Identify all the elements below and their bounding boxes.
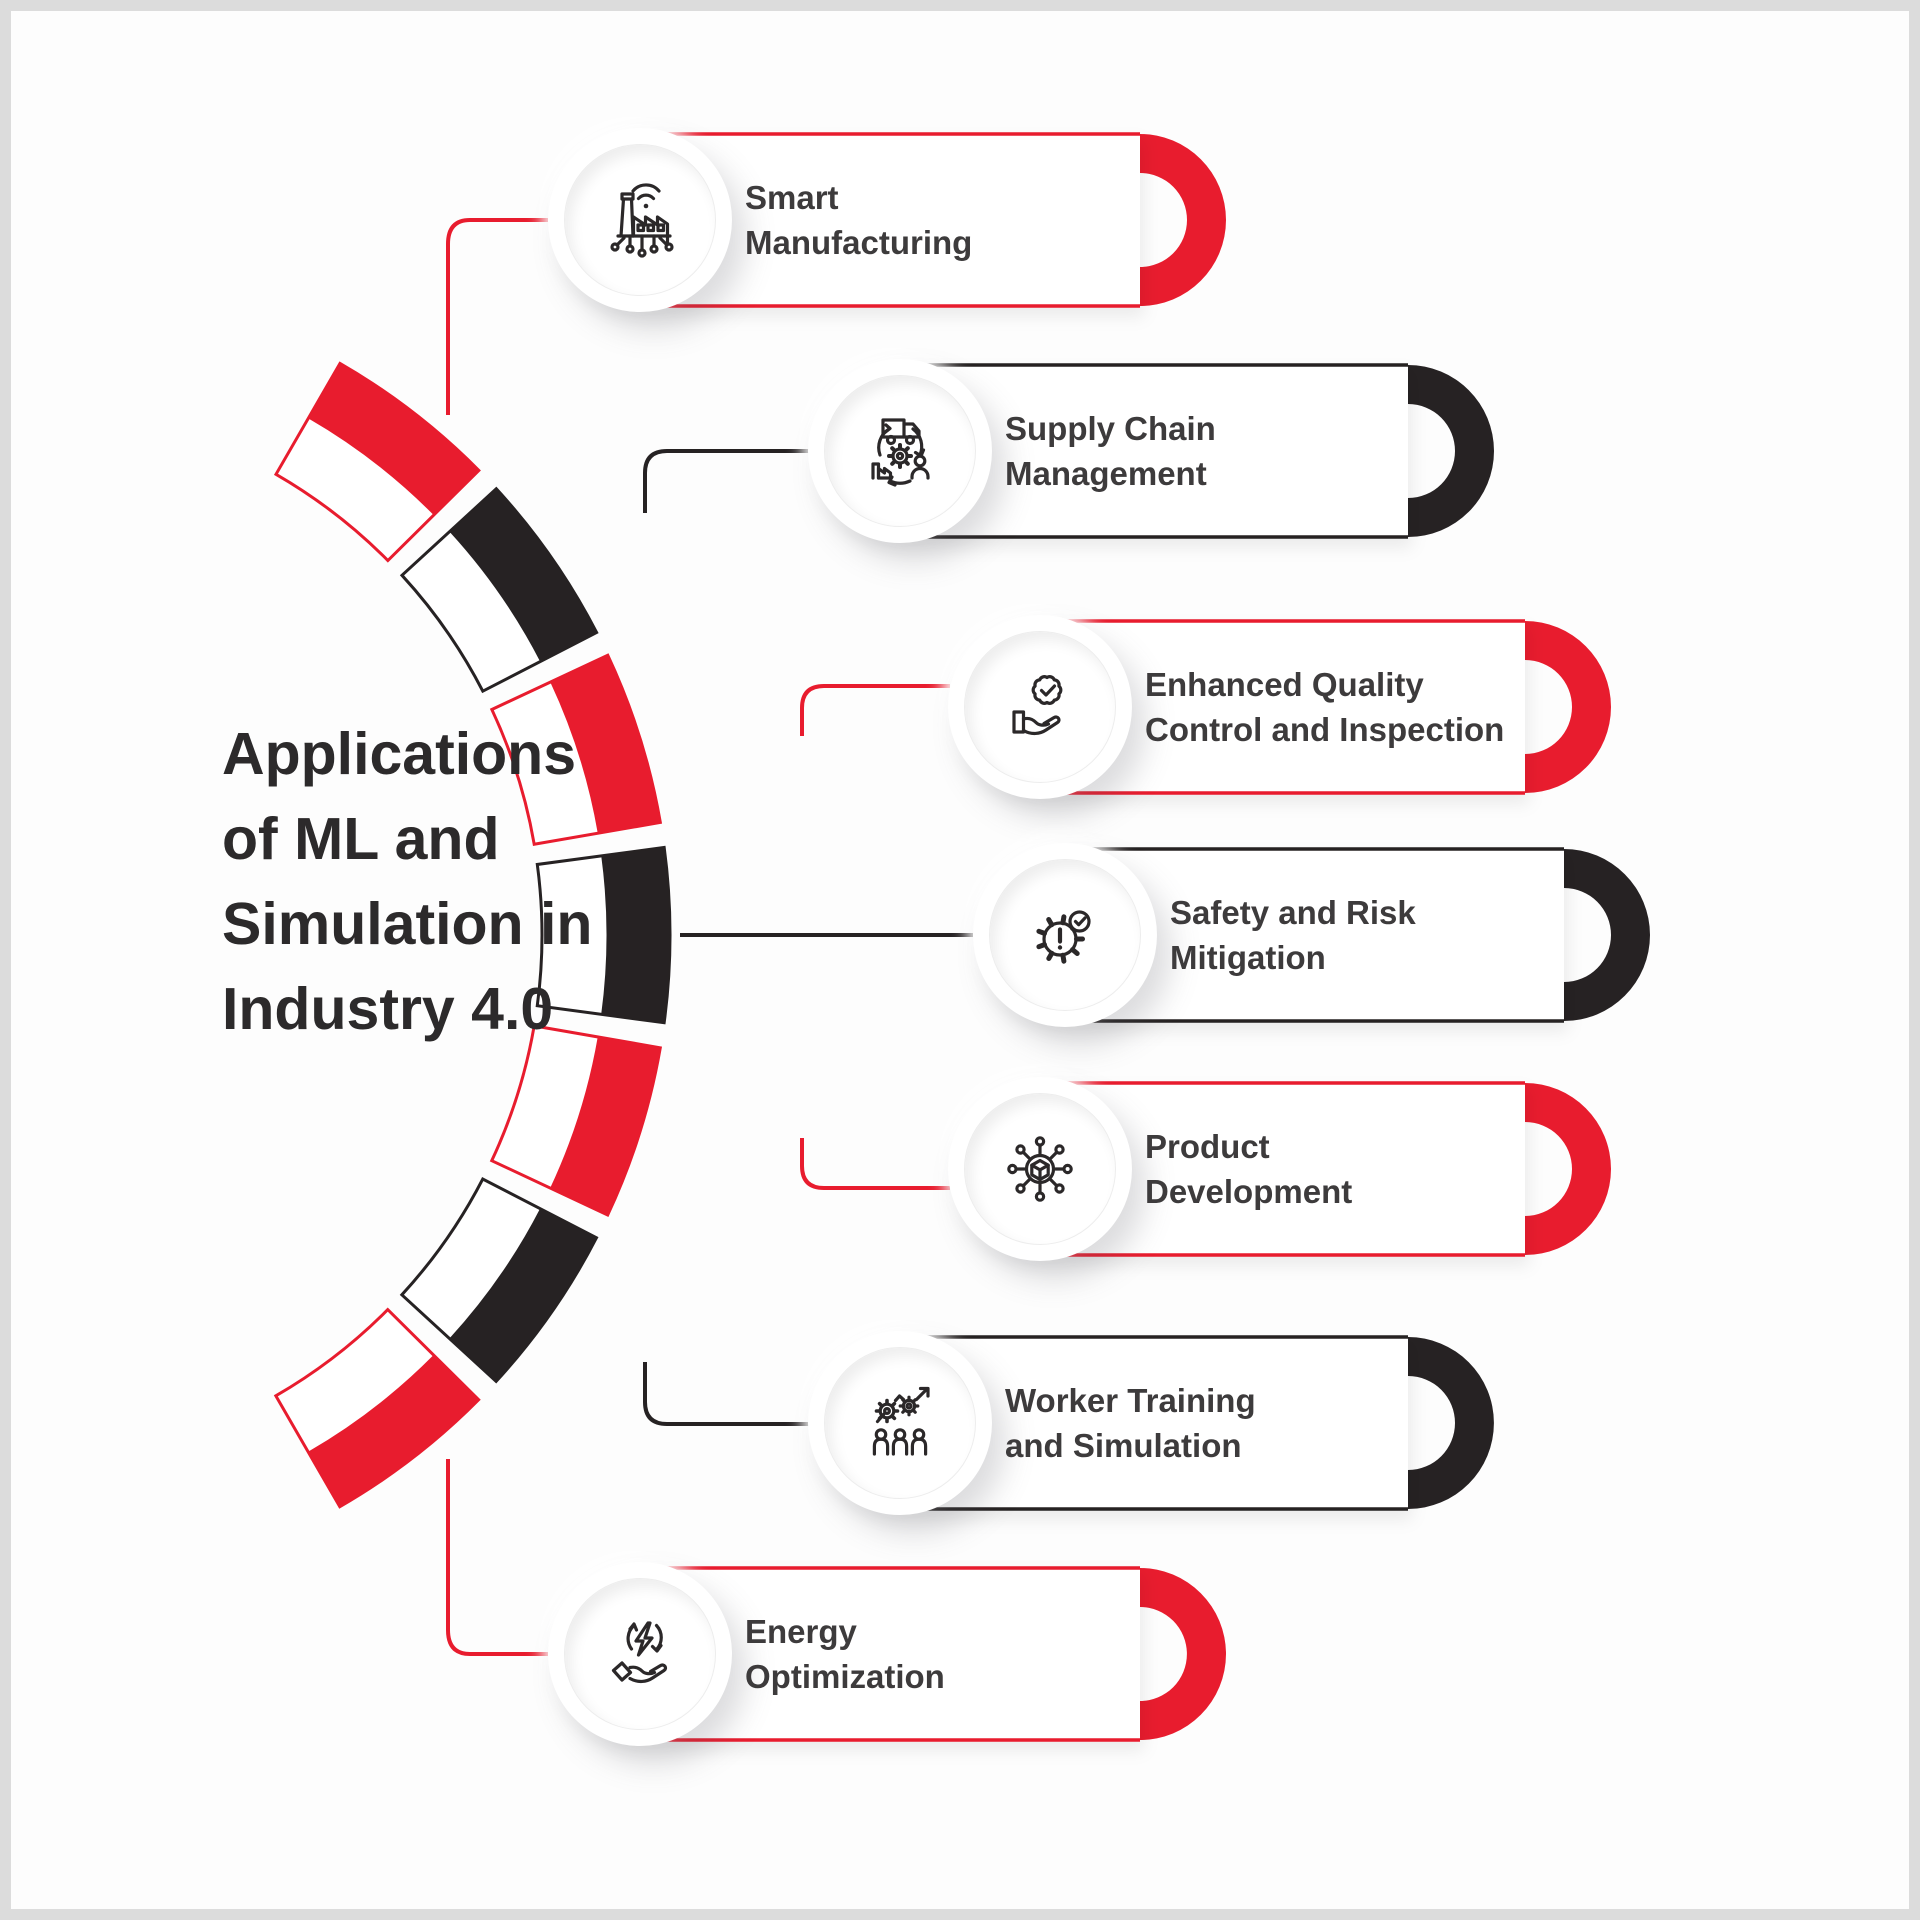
pill-7-cap: [1140, 1568, 1226, 1740]
item-7-label: Energy Optimization: [745, 1609, 945, 1699]
item-label-line: Enhanced Quality: [1145, 666, 1424, 703]
item-6-medallion-inner: [824, 1347, 976, 1499]
arc-segment-3-fill: [550, 654, 661, 834]
item-4-medallion-inner: [989, 859, 1141, 1011]
smart-manufacturing-icon: [610, 183, 674, 258]
connector-6: [643, 1362, 812, 1426]
worker-training-icon: [872, 1386, 930, 1456]
item-label-line: Safety and Risk: [1170, 894, 1416, 931]
safety-risk-icon: [1036, 910, 1091, 964]
item-3-medallion: [948, 615, 1132, 799]
title-line: of ML and: [222, 806, 500, 872]
item-label-line: Development: [1145, 1173, 1353, 1210]
item-5-medallion: [948, 1077, 1132, 1261]
quality-inspection-icon: [1012, 675, 1063, 736]
energy-optimization-icon: [611, 1621, 668, 1684]
pill-1-cap: [1140, 134, 1226, 306]
item-label-line: Mitigation: [1170, 939, 1326, 976]
item-3-label: Enhanced Quality Control and Inspection: [1145, 662, 1504, 752]
arc-segment-5-fill: [549, 1036, 661, 1216]
title-line: Simulation in: [222, 891, 593, 957]
item-label-line: Energy: [745, 1613, 857, 1650]
item-2-medallion-inner: [824, 375, 976, 527]
item-label-line: Management: [1005, 455, 1207, 492]
item-1-label: Smart Manufacturing: [745, 175, 972, 265]
connector-2: [643, 449, 812, 513]
item-3-medallion-inner: [964, 631, 1116, 783]
item-6-medallion: [808, 1331, 992, 1515]
item-7-medallion-inner: [564, 1578, 716, 1730]
pill-5-cap: [1525, 1083, 1611, 1255]
arc-segment-4-fill: [601, 846, 671, 1024]
item-5-label: Product Development: [1145, 1124, 1352, 1214]
supply-chain-icon: [871, 418, 930, 487]
item-label-line: and Simulation: [1005, 1427, 1242, 1464]
title-line: Applications: [222, 721, 577, 787]
item-label-line: Smart: [745, 179, 839, 216]
item-label-line: Worker Training: [1005, 1382, 1256, 1419]
item-label-line: Optimization: [745, 1658, 945, 1695]
pill-2-cap: [1408, 365, 1494, 537]
connector-1: [446, 218, 548, 415]
item-2-medallion: [808, 359, 992, 543]
connector-7: [446, 1459, 548, 1656]
item-7-medallion: [548, 1562, 732, 1746]
arc-segment-2-fill: [449, 488, 598, 663]
item-label-line: Supply Chain: [1005, 410, 1216, 447]
item-5-medallion-inner: [964, 1093, 1116, 1245]
item-label-line: Product: [1145, 1128, 1270, 1165]
item-4-medallion: [973, 843, 1157, 1027]
pill-6-cap: [1408, 1337, 1494, 1509]
item-4-label: Safety and Risk Mitigation: [1170, 890, 1416, 980]
arc-segment-7-fill: [307, 1354, 480, 1508]
connector-3: [800, 684, 950, 736]
arc-segment-1-fill: [307, 362, 480, 516]
item-2-label: Supply Chain Management: [1005, 406, 1216, 496]
item-label-line: Control and Inspection: [1145, 711, 1505, 748]
pill-4-cap: [1564, 849, 1650, 1021]
pill-3-cap: [1525, 621, 1611, 793]
item-label-line: Manufacturing: [745, 224, 973, 261]
arc-segment-6-fill: [449, 1208, 598, 1383]
connector-5: [800, 1138, 950, 1190]
page-title: Applications of ML and Simulation in Ind…: [222, 712, 642, 1052]
product-development-icon: [1007, 1136, 1073, 1202]
item-1-medallion-inner: [564, 144, 716, 296]
item-1-medallion: [548, 128, 732, 312]
item-6-label: Worker Training and Simulation: [1005, 1378, 1256, 1468]
title-line: Industry 4.0: [222, 976, 554, 1042]
